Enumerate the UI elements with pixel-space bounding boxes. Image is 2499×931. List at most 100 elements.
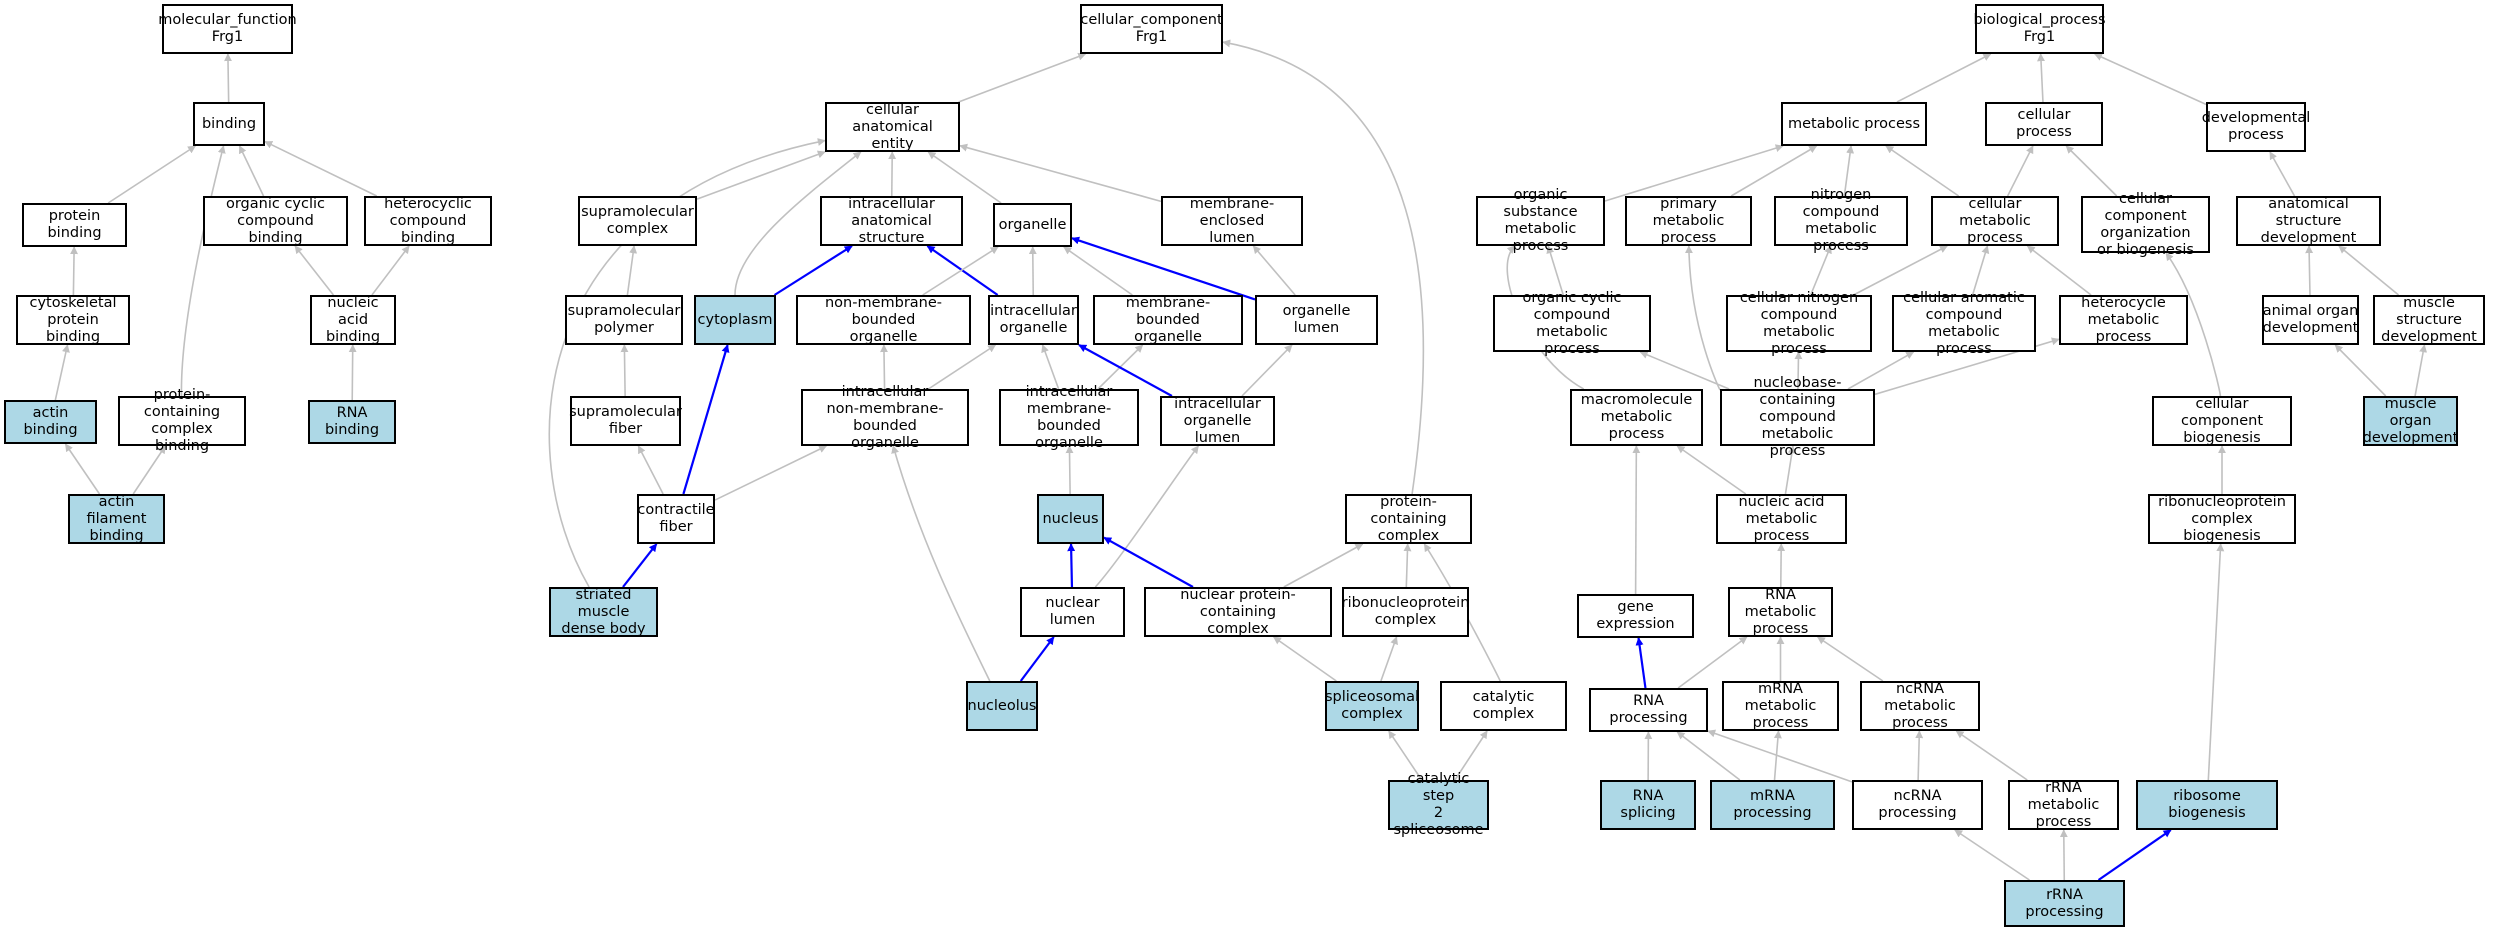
node-cytoskeletal-binding[interactable]: cytoskeletal protein binding [16,295,130,345]
node-cae[interactable]: cellular anatomical entity [825,102,960,152]
node-mrna-processing[interactable]: mRNA processing [1710,780,1835,830]
edge-ncrna-processing-to-ncrna-mp [1915,730,1924,781]
node-ncrna-processing[interactable]: ncRNA processing [1852,780,1983,830]
node-anatomical-dev[interactable]: anatomical structure development [2236,196,2381,246]
node-organic-substance-mp[interactable]: organic substance metabolic process [1476,187,1605,254]
edge-intra-non-membrane-organelle-to-intracellular-organelle [927,344,997,390]
node-membrane-enclosed-lumen[interactable]: membrane-enclosed lumen [1161,196,1303,246]
node-contractile-fiber[interactable]: contractile fiber [637,494,715,544]
node-nucleolus[interactable]: nucleolus [966,681,1038,731]
edge-ribosome-biogenesis-to-rnp-biogenesis [2207,543,2225,781]
node-rna-binding[interactable]: RNA binding [308,400,396,444]
node-cc-biogenesis[interactable]: cellular component biogenesis [2152,396,2292,446]
edge-organic-substance-mp-to-metabolic-process [1604,144,1784,202]
node-supramolecular-polymer[interactable]: supramolecular polymer [565,295,683,345]
node-organic-cyclic-mp[interactable]: organic cyclic compound metabolic proces… [1493,290,1651,357]
node-protein-complex[interactable]: protein-containing complex [1345,494,1472,544]
node-spliceosomal-complex[interactable]: spliceosomal complex [1325,681,1419,731]
node-heterocycle-mp[interactable]: heterocycle metabolic process [2059,295,2188,345]
node-non-membrane-organelle[interactable]: non-membrane-bounded organelle [796,295,971,345]
node-rrna-mp[interactable]: rRNA metabolic process [2008,780,2119,830]
node-cytoplasm[interactable]: cytoplasm [694,295,776,345]
edge-nucleic-acid-mp-to-macromolecule-mp [1676,445,1747,495]
node-gene-expression[interactable]: gene expression [1577,594,1694,638]
edge-protein-binding-to-binding [107,145,197,204]
node-ncrna-mp[interactable]: ncRNA metabolic process [1860,681,1980,731]
node-mf[interactable]: molecular_function Frg1 [158,4,297,54]
node-protein-complex-binding[interactable]: protein-containing complex binding [118,387,246,454]
edge-cc-biogenesis-to-cc-org-biogenesis [2165,252,2222,397]
node-nitrogen-compound-mp[interactable]: nitrogen compound metabolic process [1774,187,1908,254]
node-nucleic-acid-mp[interactable]: nucleic acid metabolic process [1716,494,1847,544]
edge-nucleic-acid-binding-to-heterocyclic-binding [371,245,410,296]
node-animal-organ-dev[interactable]: animal organ development [2262,295,2359,345]
node-rna-mp[interactable]: RNA metabolic process [1728,587,1833,637]
node-metabolic-process[interactable]: metabolic process [1781,102,1927,146]
node-intra-organelle-lumen[interactable]: intracellular organelle lumen [1160,396,1275,446]
node-bp[interactable]: biological_process Frg1 [1973,4,2106,54]
node-binding[interactable]: binding [193,102,265,146]
edge-organic-cyclic-mp-to-organic-substance-mp [1546,245,1565,296]
node-developmental-process[interactable]: developmental process [2202,102,2310,152]
node-intra-membrane-organelle[interactable]: intracellular membrane-bounded organelle [999,384,1139,451]
node-cellular-process[interactable]: cellular process [1985,102,2103,146]
edge-organelle-to-cae [927,151,1002,204]
node-intra-non-membrane-organelle[interactable]: intracellular non-membrane-bounded organ… [801,384,969,451]
edge-ncrna-processing-to-rna-processing [1707,729,1853,783]
edge-intra-organelle-lumen-to-intracellular-organelle [1078,344,1173,397]
node-intracellular-organelle[interactable]: intracellular organelle [988,295,1079,345]
node-protein-binding[interactable]: protein binding [22,203,127,247]
node-membrane-bounded-organelle[interactable]: membrane-bounded organelle [1093,295,1243,345]
node-rrna-processing[interactable]: rRNA processing [2004,880,2125,927]
node-cc[interactable]: cellular_component Frg1 [1080,4,1223,54]
node-cellular-mp[interactable]: cellular metabolic process [1931,196,2059,246]
edge-contractile-fiber-to-intra-non-membrane-organelle [714,445,828,501]
node-primary-mp[interactable]: primary metabolic process [1625,196,1752,246]
edge-catalytic-step2-to-catalytic-complex [1454,730,1488,781]
node-supramolecular-fiber[interactable]: supramolecular fiber [569,396,682,446]
node-ribosome-biogenesis[interactable]: ribosome biogenesis [2136,780,2278,830]
edge-spliceosomal-complex-to-nuclear-protein-complex [1272,636,1337,682]
edge-spliceosomal-complex-to-ribonucleoprotein-complex [1380,636,1398,682]
edge-cellular-mp-to-metabolic-process [1885,145,1960,197]
edge-heterocycle-mp-to-cellular-mp [2026,245,2092,296]
node-supramolecular-complex[interactable]: supramolecular complex [578,196,697,246]
node-catalytic-complex[interactable]: catalytic complex [1440,681,1567,731]
node-organelle[interactable]: organelle [993,203,1072,247]
node-actin-filament-binding[interactable]: actin filament binding [68,494,165,544]
node-rna-processing[interactable]: RNA processing [1589,688,1708,732]
edge-nucleus-to-intra-membrane-organelle [1065,445,1074,495]
node-nucleic-acid-binding[interactable]: nucleic acid binding [310,295,396,345]
node-actin-binding[interactable]: actin binding [4,400,97,444]
edge-intra-organelle-lumen-to-organelle-lumen [1241,344,1293,397]
node-muscle-organ-dev[interactable]: muscle organ development [2362,395,2459,446]
node-nucleus[interactable]: nucleus [1037,494,1104,544]
edge-mrna-processing-to-rna-processing [1676,731,1741,781]
edge-cellular-nitrogen-mp-to-nitrogen-compound-mp [1809,245,1832,296]
node-striated-dense-body[interactable]: striated muscle dense body [549,587,658,637]
node-catalytic-step2[interactable]: catalytic step 2 spliceosome [1388,771,1489,838]
node-nuclear-lumen[interactable]: nuclear lumen [1020,587,1125,637]
node-nuclear-protein-complex[interactable]: nuclear protein-containing complex [1144,587,1332,637]
node-heterocyclic-binding[interactable]: heterocyclic compound binding [364,196,492,246]
edge-organelle-lumen-to-membrane-enclosed-lumen [1252,245,1296,296]
edge-metabolic-process-to-bp [1896,53,1992,103]
node-intracellular-anat[interactable]: intracellular anatomical structure [820,196,963,246]
node-organelle-lumen[interactable]: organelle lumen [1255,295,1378,345]
node-cellular-nitrogen-mp[interactable]: cellular nitrogen compound metabolic pro… [1726,290,1872,357]
node-cc-org-biogenesis[interactable]: cellular component organization or bioge… [2081,191,2210,258]
node-organic-cyclic-binding[interactable]: organic cyclic compound binding [203,196,348,246]
node-rna-splicing[interactable]: RNA splicing [1600,780,1696,830]
node-rnp-biogenesis[interactable]: ribonucleoprotein complex biogenesis [2148,494,2296,544]
node-macromolecule-mp[interactable]: macromolecule metabolic process [1570,389,1703,446]
node-nucleobase-mp[interactable]: nucleobase-containing compound metabolic… [1720,375,1875,459]
node-mrna-mp[interactable]: mRNA metabolic process [1722,681,1839,731]
edge-ncrna-mp-to-rna-mp [1816,636,1884,682]
node-ribonucleoprotein-complex[interactable]: ribonucleoprotein complex [1342,587,1469,637]
edge-rna-processing-to-gene-expression [1635,637,1647,689]
edge-membrane-enclosed-lumen-to-cae [959,143,1162,203]
node-cellular-aromatic-mp[interactable]: cellular aromatic compound metabolic pro… [1892,290,2036,357]
node-muscle-structure-dev[interactable]: muscle structure development [2373,295,2485,345]
edge-nucleolus-to-intra-non-membrane-organelle [891,445,991,682]
